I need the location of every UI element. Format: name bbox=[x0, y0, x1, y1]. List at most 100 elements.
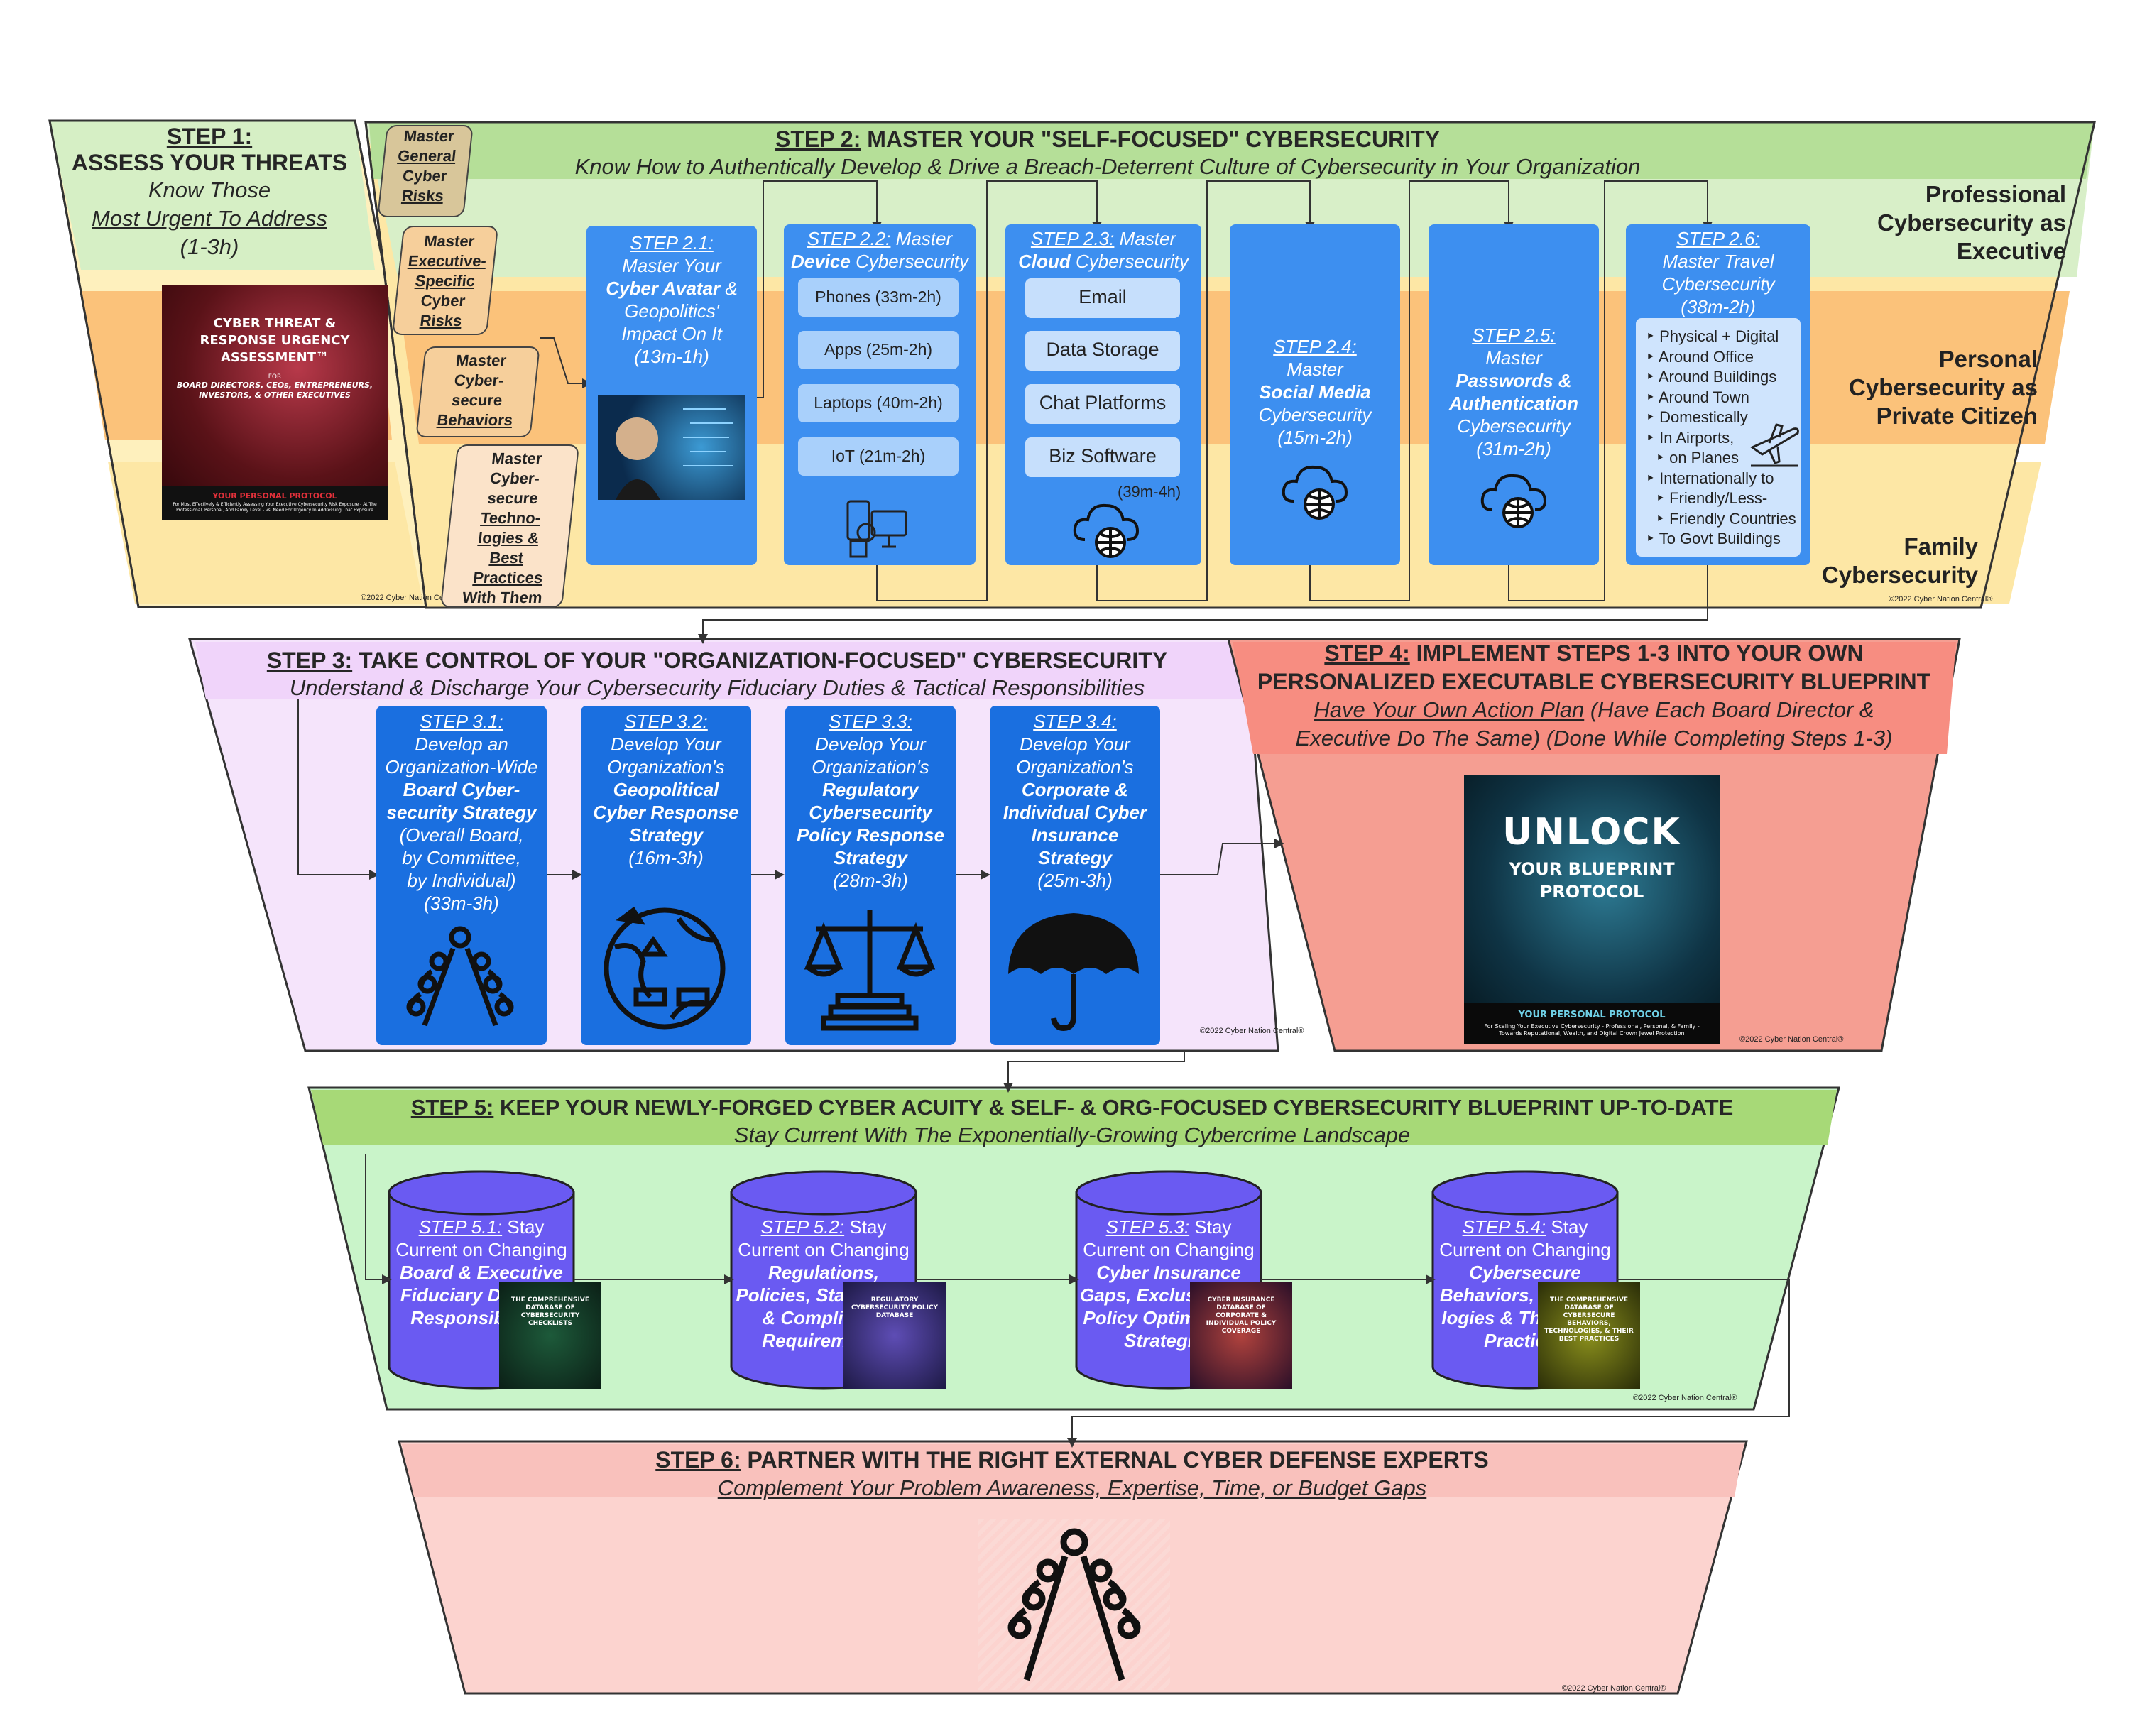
step3-title: TAKE CONTROL OF YOUR "ORGANIZATION-FOCUS… bbox=[359, 648, 1168, 673]
device-laptops[interactable]: Laptops (40m-2h) bbox=[798, 384, 958, 422]
tab-cybersecure-behaviors: Master Cyber-secure Behaviors bbox=[415, 346, 540, 437]
social-cloud-icon bbox=[1279, 459, 1350, 528]
step4-cover-l2: YOUR BLUEPRINT bbox=[1509, 859, 1675, 879]
step2-subtitle: Know How to Authentically Develop & Driv… bbox=[574, 154, 1641, 179]
tab2-u: Executive-Specific bbox=[407, 252, 488, 290]
step4-sub-line2: Executive Do The Same) (Done While Compl… bbox=[1295, 726, 1893, 750]
s21-l2: & bbox=[725, 278, 738, 299]
s21-dur: (13m-1h) bbox=[634, 346, 709, 367]
tab2-u2: Risks bbox=[419, 312, 463, 329]
board-people-icon bbox=[396, 919, 524, 1037]
s32-b: Geopolitical Cyber Response Strategy bbox=[593, 779, 739, 846]
tab-executive-specific-cyber-risks: Master Executive-Specific Cyber Risks bbox=[391, 226, 499, 335]
step5-1-cover-image: THE COMPREHENSIVE DATABASE OF CYBERSECUR… bbox=[499, 1282, 601, 1389]
step1-cover-image: CYBER THREAT & RESPONSE URGENCY ASSESSME… bbox=[162, 285, 388, 520]
band-personal: Personal Cybersecurity as Private Citize… bbox=[1849, 346, 2038, 429]
band-professional: Professional Cybersecurity as Executive bbox=[1877, 181, 2066, 264]
s23-step: STEP 2.3: bbox=[1030, 228, 1115, 249]
cloud-data-storage[interactable]: Data Storage bbox=[1025, 331, 1180, 371]
step3-subtitle: Understand & Discharge Your Cybersecurit… bbox=[289, 675, 1145, 700]
step3-copyright: ©2022 Cyber Nation Central® bbox=[1200, 1027, 1304, 1035]
step5-4-cover-image: THE COMPREHENSIVE DATABASE OF CYBERSECUR… bbox=[1538, 1282, 1640, 1389]
step3-header: STEP 3: TAKE CONTROL OF YOUR "ORGANIZATI… bbox=[199, 646, 1235, 702]
travel-item: Friendly Countries bbox=[1646, 509, 1801, 530]
tab1-u2: Risks bbox=[400, 187, 445, 204]
travel-item: Around Buildings bbox=[1646, 367, 1801, 388]
step1-title: ASSESS YOUR THREATS bbox=[71, 150, 348, 175]
step2-title: MASTER YOUR "SELF-FOCUSED" CYBERSECURITY bbox=[867, 126, 1440, 152]
s24-b: Social Media bbox=[1259, 381, 1371, 403]
scales-of-justice-icon bbox=[802, 903, 937, 1036]
s23-l2: Cybersecurity bbox=[1075, 251, 1189, 272]
step4-title-line1: STEP 4: IMPLEMENT STEPS 1-3 INTO YOUR OW… bbox=[1235, 639, 1952, 667]
tab-cybersecure-technologies: Master Cyber-secure Techno-logies & Best… bbox=[439, 444, 580, 608]
step2-title-line: STEP 2: MASTER YOUR "SELF-FOCUSED" CYBER… bbox=[490, 125, 1725, 153]
s24-l1: Master bbox=[1287, 359, 1343, 380]
s23-duration: (39m-4h) bbox=[1118, 483, 1181, 501]
travel-list: Physical + Digital Around Office Around … bbox=[1636, 318, 1801, 557]
s54-lead: Stay Current on Changing bbox=[1439, 1216, 1611, 1260]
travel-item: on Planes bbox=[1646, 448, 1801, 469]
device-iot[interactable]: IoT (21m-2h) bbox=[798, 437, 958, 476]
step2-heading: STEP 2: bbox=[775, 126, 861, 152]
step6-copyright: ©2022 Cyber Nation Central® bbox=[1562, 1684, 1666, 1693]
tab2-pre: Master bbox=[423, 232, 476, 250]
step-2-5-card: STEP 2.5: Master Passwords & Authenticat… bbox=[1429, 224, 1599, 565]
step1-cover-for: FOR bbox=[268, 373, 282, 381]
tab4-u: Techno-logies & bbox=[477, 509, 542, 547]
travel-item: Internationally to bbox=[1646, 469, 1801, 489]
s26-l1: Master Travel bbox=[1662, 251, 1774, 272]
s52-step: STEP 5.2: bbox=[760, 1216, 845, 1238]
cloud-email[interactable]: Email bbox=[1025, 278, 1180, 318]
step1-header: STEP 1: ASSESS YOUR THREATS Know Those M… bbox=[57, 124, 362, 261]
s31-l1: Develop an Organization-Wide bbox=[385, 733, 538, 777]
step2-header: STEP 2: MASTER YOUR "SELF-FOCUSED" CYBER… bbox=[490, 125, 1725, 180]
step-3-4-card: STEP 3.4: Develop Your Organization's Co… bbox=[990, 706, 1160, 1045]
s22-b: Device bbox=[790, 251, 851, 272]
s32-dur: (16m-3h) bbox=[628, 847, 704, 868]
s25-step: STEP 2.5: bbox=[1472, 324, 1556, 346]
cloud-chat-platforms[interactable]: Chat Platforms bbox=[1025, 384, 1180, 424]
s24-step: STEP 2.4: bbox=[1273, 336, 1357, 357]
step1-heading: STEP 1: bbox=[166, 124, 253, 149]
step1-copyright: ©2022 Cyber Nation Central® bbox=[361, 594, 465, 602]
step2-copyright: ©2022 Cyber Nation Central® bbox=[1889, 595, 1993, 604]
step4-sub-u: Have Your Own Action Plan bbox=[1314, 697, 1585, 722]
s22-l2: Cybersecurity bbox=[856, 251, 968, 272]
s51-step: STEP 5.1: bbox=[418, 1216, 503, 1238]
s23-b: Cloud bbox=[1018, 251, 1071, 272]
s33-l1: Develop Your Organization's bbox=[812, 733, 929, 777]
step4-copyright: ©2022 Cyber Nation Central® bbox=[1740, 1035, 1844, 1044]
umbrella-icon bbox=[1003, 903, 1145, 1036]
s26-dur: (38m-2h) bbox=[1681, 296, 1756, 317]
step3-title-line: STEP 3: TAKE CONTROL OF YOUR "ORGANIZATI… bbox=[199, 646, 1235, 675]
s32-step: STEP 3.2: bbox=[624, 711, 708, 732]
s53-lead: Stay Current on Changing bbox=[1083, 1216, 1255, 1260]
step5-subtitle: Stay Current With The Exponentially-Grow… bbox=[733, 1123, 1411, 1147]
cloud-biz-software[interactable]: Biz Software bbox=[1025, 437, 1180, 477]
s21-b: Cyber Avatar bbox=[606, 278, 721, 299]
step6-subtitle: Complement Your Problem Awareness, Exper… bbox=[717, 1475, 1427, 1500]
step6-title: PARTNER WITH THE RIGHT EXTERNAL CYBER DE… bbox=[747, 1447, 1489, 1473]
band-family: Family Cybersecurity bbox=[1821, 533, 1978, 588]
tab4-pre: Master Cyber-secure bbox=[486, 449, 543, 507]
s26-step: STEP 2.6: bbox=[1676, 228, 1760, 249]
devices-icon bbox=[845, 497, 909, 564]
step5-header: STEP 5: KEEP YOUR NEWLY-FORGED CYBER ACU… bbox=[320, 1093, 1825, 1149]
s31-dur: (33m-3h) bbox=[424, 892, 499, 914]
s23-l1: Master bbox=[1119, 228, 1176, 249]
step1-cover-audience: BOARD DIRECTORS, CEOs, ENTREPRENEURS, IN… bbox=[176, 381, 373, 400]
device-apps[interactable]: Apps (25m-2h) bbox=[798, 331, 958, 369]
step1-duration: (1-3h) bbox=[180, 234, 239, 259]
step-3-2-card: STEP 3.2: Develop Your Organization's Ge… bbox=[581, 706, 751, 1045]
blueprint-cover-image: UNLOCK YOUR BLUEPRINT PROTOCOL YOUR PERS… bbox=[1464, 775, 1720, 1044]
step1-line1: Know Those bbox=[148, 178, 271, 202]
step4-title1: IMPLEMENT STEPS 1-3 INTO YOUR OWN bbox=[1416, 640, 1864, 666]
s33-b: Regulatory Cybersecurity Policy Response… bbox=[796, 779, 945, 868]
device-phones[interactable]: Phones (33m-2h) bbox=[798, 278, 958, 317]
step6-header: STEP 6: PARTNER WITH THE RIGHT EXTERNAL … bbox=[412, 1446, 1732, 1502]
step4-sub-rest: (Have Each Board Director & bbox=[1590, 697, 1874, 722]
s53-step: STEP 5.3: bbox=[1105, 1216, 1190, 1238]
s25-dur: (31m-2h) bbox=[1476, 438, 1551, 459]
cloud-globe-icon bbox=[1071, 497, 1142, 564]
